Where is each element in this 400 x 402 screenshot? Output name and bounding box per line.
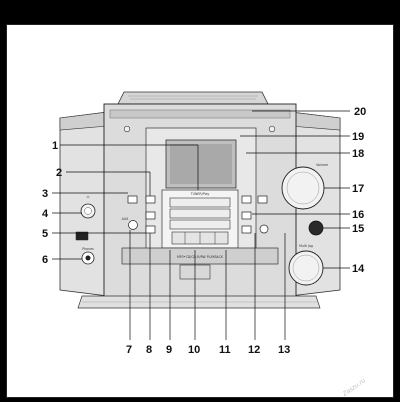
volume-label: Volume xyxy=(316,163,328,167)
callout-numbers: 20 19 18 17 16 15 14 1 2 3 4 5 6 7 8 9 1… xyxy=(42,106,366,356)
cd-lid xyxy=(117,91,269,105)
callout-3: 3 xyxy=(42,188,48,200)
button-18[interactable] xyxy=(241,195,252,204)
callout-7: 7 xyxy=(126,344,132,356)
callout-4: 4 xyxy=(42,208,49,220)
callout-12: 12 xyxy=(248,344,260,356)
display-window: Mctrp.Ru xyxy=(165,139,237,189)
button-16[interactable] xyxy=(241,211,252,220)
callout-10: 10 xyxy=(188,344,200,356)
callout-18: 18 xyxy=(352,148,364,160)
button-13[interactable] xyxy=(259,224,269,234)
phones-label: Phones xyxy=(82,247,94,251)
base-stand xyxy=(77,295,321,309)
disc-tray-1[interactable] xyxy=(169,197,231,208)
cd-changer: TUNER/Play xyxy=(161,189,239,249)
volume-knob[interactable] xyxy=(281,166,325,210)
callout-5: 5 xyxy=(42,228,48,240)
screw-icon xyxy=(123,125,131,133)
disc-tray-3[interactable] xyxy=(169,219,231,230)
watermark-top: Mctrp.Ru xyxy=(185,160,217,168)
callout-2: 2 xyxy=(56,167,62,179)
callout-9: 9 xyxy=(166,344,172,356)
callout-19: 19 xyxy=(352,131,364,143)
callout-1: 1 xyxy=(52,140,58,152)
watermark-corner: Zaszu.ru xyxy=(341,377,367,398)
aux-knob[interactable] xyxy=(128,220,138,230)
playback-label: MP3•CD/CD-R/RW PLAYBACK xyxy=(177,255,224,259)
button-12[interactable] xyxy=(241,225,252,234)
button-2[interactable] xyxy=(145,195,156,204)
leader-lines xyxy=(52,110,350,340)
callout-13: 13 xyxy=(278,344,290,356)
left-button-group-b xyxy=(145,195,156,234)
left-wing-controls: ⏻ Phones xyxy=(75,195,96,265)
callout-15: 15 xyxy=(352,223,364,235)
button-17a[interactable] xyxy=(257,195,268,204)
power-symbol: ⏻ xyxy=(87,195,90,199)
right-button-group xyxy=(241,195,269,234)
callout-8: 8 xyxy=(146,344,152,356)
callout-17: 17 xyxy=(352,183,364,195)
disc-tray-2[interactable] xyxy=(169,208,231,219)
button-8[interactable] xyxy=(145,225,156,234)
volume-knob-group: Volume xyxy=(281,163,328,210)
tuner-label: TUNER/Play xyxy=(190,192,210,196)
screw-icon xyxy=(268,125,276,133)
indicator-icon xyxy=(75,231,89,241)
open-close-button[interactable] xyxy=(308,220,324,236)
callout-6: 6 xyxy=(42,254,48,266)
multi-jog-label: Multi Jog xyxy=(299,244,313,248)
button-3[interactable] xyxy=(127,195,138,204)
callout-14: 14 xyxy=(352,263,365,275)
left-wing xyxy=(59,111,109,297)
callout-11: 11 xyxy=(219,344,231,356)
multi-jog-group: Multi Jog xyxy=(288,244,324,286)
callout-20: 20 xyxy=(354,106,366,118)
aux-label: AUX xyxy=(122,217,130,221)
button-5[interactable] xyxy=(145,211,156,220)
left-button-group-a: AUX xyxy=(122,195,138,230)
multi-jog-knob[interactable] xyxy=(288,250,324,286)
callout-16: 16 xyxy=(352,209,364,221)
